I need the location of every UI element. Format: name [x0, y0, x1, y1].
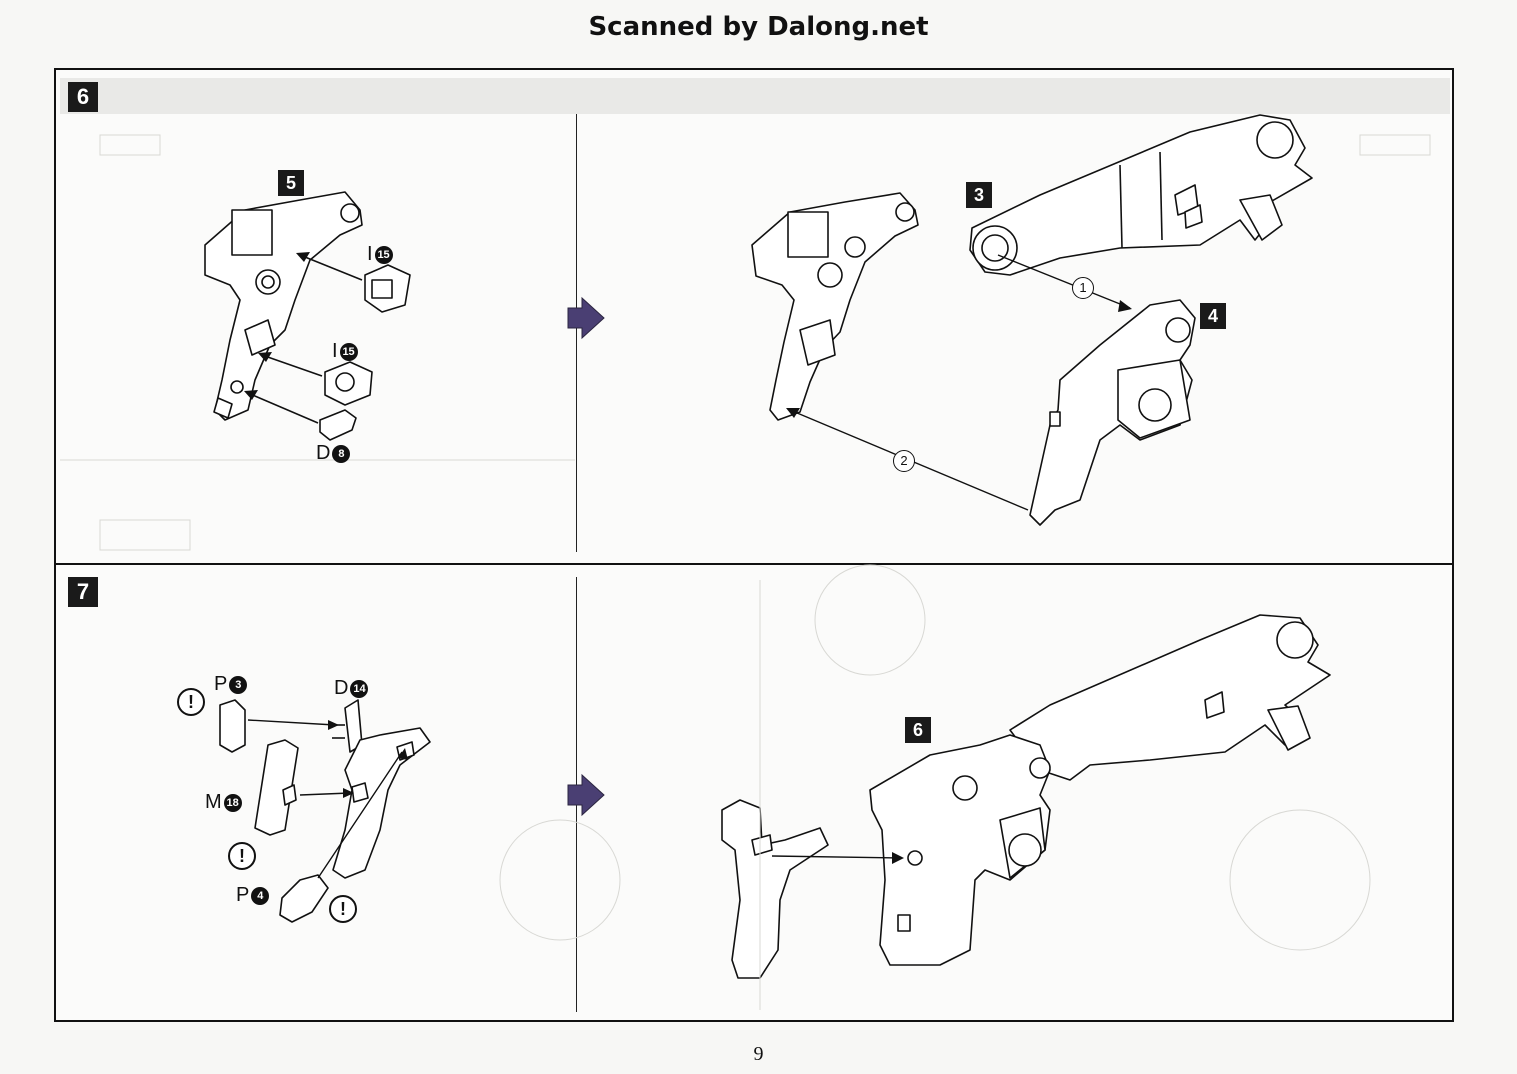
right-arrow-icon	[567, 296, 605, 340]
order-mark-1: 1	[1072, 277, 1094, 299]
callout-letter: I	[332, 340, 338, 362]
part-badge-4: 4	[1200, 303, 1226, 329]
callout-letter: D	[334, 677, 349, 699]
callout-letter: P	[236, 884, 250, 906]
part-badge-5: 5	[278, 170, 304, 196]
callout-number: 3	[229, 676, 248, 694]
callout-number: 8	[332, 445, 351, 463]
caution-icon: !	[177, 688, 205, 716]
callout-number: 15	[374, 246, 393, 264]
part-p3-drawing	[219, 699, 246, 753]
part-d14-drawing	[332, 699, 363, 753]
callout-number: 15	[339, 343, 358, 361]
part-i15-lower	[324, 361, 373, 406]
callout-letter: D	[316, 442, 331, 464]
scan-header: Scanned by Dalong.net	[588, 12, 929, 42]
leg-assembly-drawing	[721, 799, 829, 979]
step-number-badge: 7	[68, 577, 98, 607]
part-badge-6: 6	[905, 717, 931, 743]
part-5-copy-drawing	[751, 192, 919, 421]
step6-header-band	[60, 78, 1450, 114]
part-5-drawing	[204, 191, 363, 421]
part-p4-drawing	[279, 874, 329, 923]
part-i15-upper	[364, 264, 411, 313]
callout-letter: I	[367, 243, 373, 265]
page-number: 9	[753, 1043, 764, 1065]
callout-number: 14	[350, 680, 369, 698]
callout-letter: P	[214, 673, 228, 695]
full-assembly-drawing	[869, 614, 1331, 966]
leg-part-drawing	[332, 727, 431, 879]
step-divider	[54, 563, 1454, 565]
caution-icon: !	[228, 842, 256, 870]
part-m18-drawing	[254, 739, 299, 836]
part-d8	[319, 409, 357, 441]
callout-letter: M	[205, 791, 222, 813]
step-number-badge: 6	[68, 82, 98, 112]
callout-number: 18	[223, 794, 242, 812]
order-mark-2: 2	[893, 450, 915, 472]
part-3-drawing	[969, 114, 1313, 276]
callout-number: 4	[251, 887, 270, 905]
caution-icon: !	[329, 895, 357, 923]
part-badge-3: 3	[966, 182, 992, 208]
right-arrow-icon	[567, 773, 605, 817]
part-4-drawing	[1029, 299, 1196, 526]
